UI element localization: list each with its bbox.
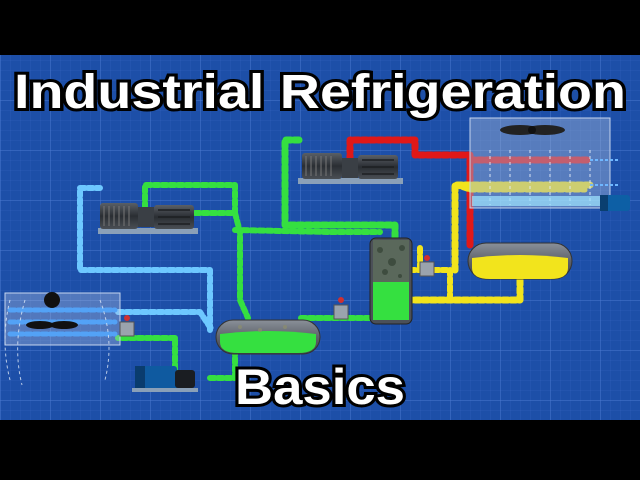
refrigerant-pipe [232, 210, 251, 321]
condenser-fan-icon [500, 125, 565, 135]
refrigerant-pipe [232, 227, 383, 235]
compressor-icon [302, 153, 398, 179]
high-pressure-receiver [467, 242, 573, 280]
low-pressure-receiver [215, 319, 321, 355]
compressor-icon [100, 203, 194, 229]
refrigerant-pipe [142, 182, 238, 216]
refrigerant-pipe [77, 185, 213, 333]
pump-icon [132, 366, 198, 392]
refrigerant-pipe [406, 268, 524, 304]
valve-icon [333, 297, 349, 320]
valve-icon [419, 255, 435, 277]
high-stage-compressor [298, 153, 403, 184]
refrigerant-pipe [281, 136, 399, 249]
low-stage-compressor [98, 203, 198, 234]
intercooler-vessel [369, 237, 413, 325]
evaporator-unit [4, 292, 121, 386]
valve-icon [119, 315, 135, 337]
blueprint-grid [0, 55, 640, 420]
condenser-unit [469, 117, 630, 211]
evaporator-fan-icon [26, 292, 78, 329]
video-title: Industrial Refrigeration [14, 66, 626, 119]
refrigerant-pipe [207, 349, 238, 381]
condenser-pump-icon [600, 195, 630, 211]
video-subtitle: Basics [235, 359, 405, 415]
